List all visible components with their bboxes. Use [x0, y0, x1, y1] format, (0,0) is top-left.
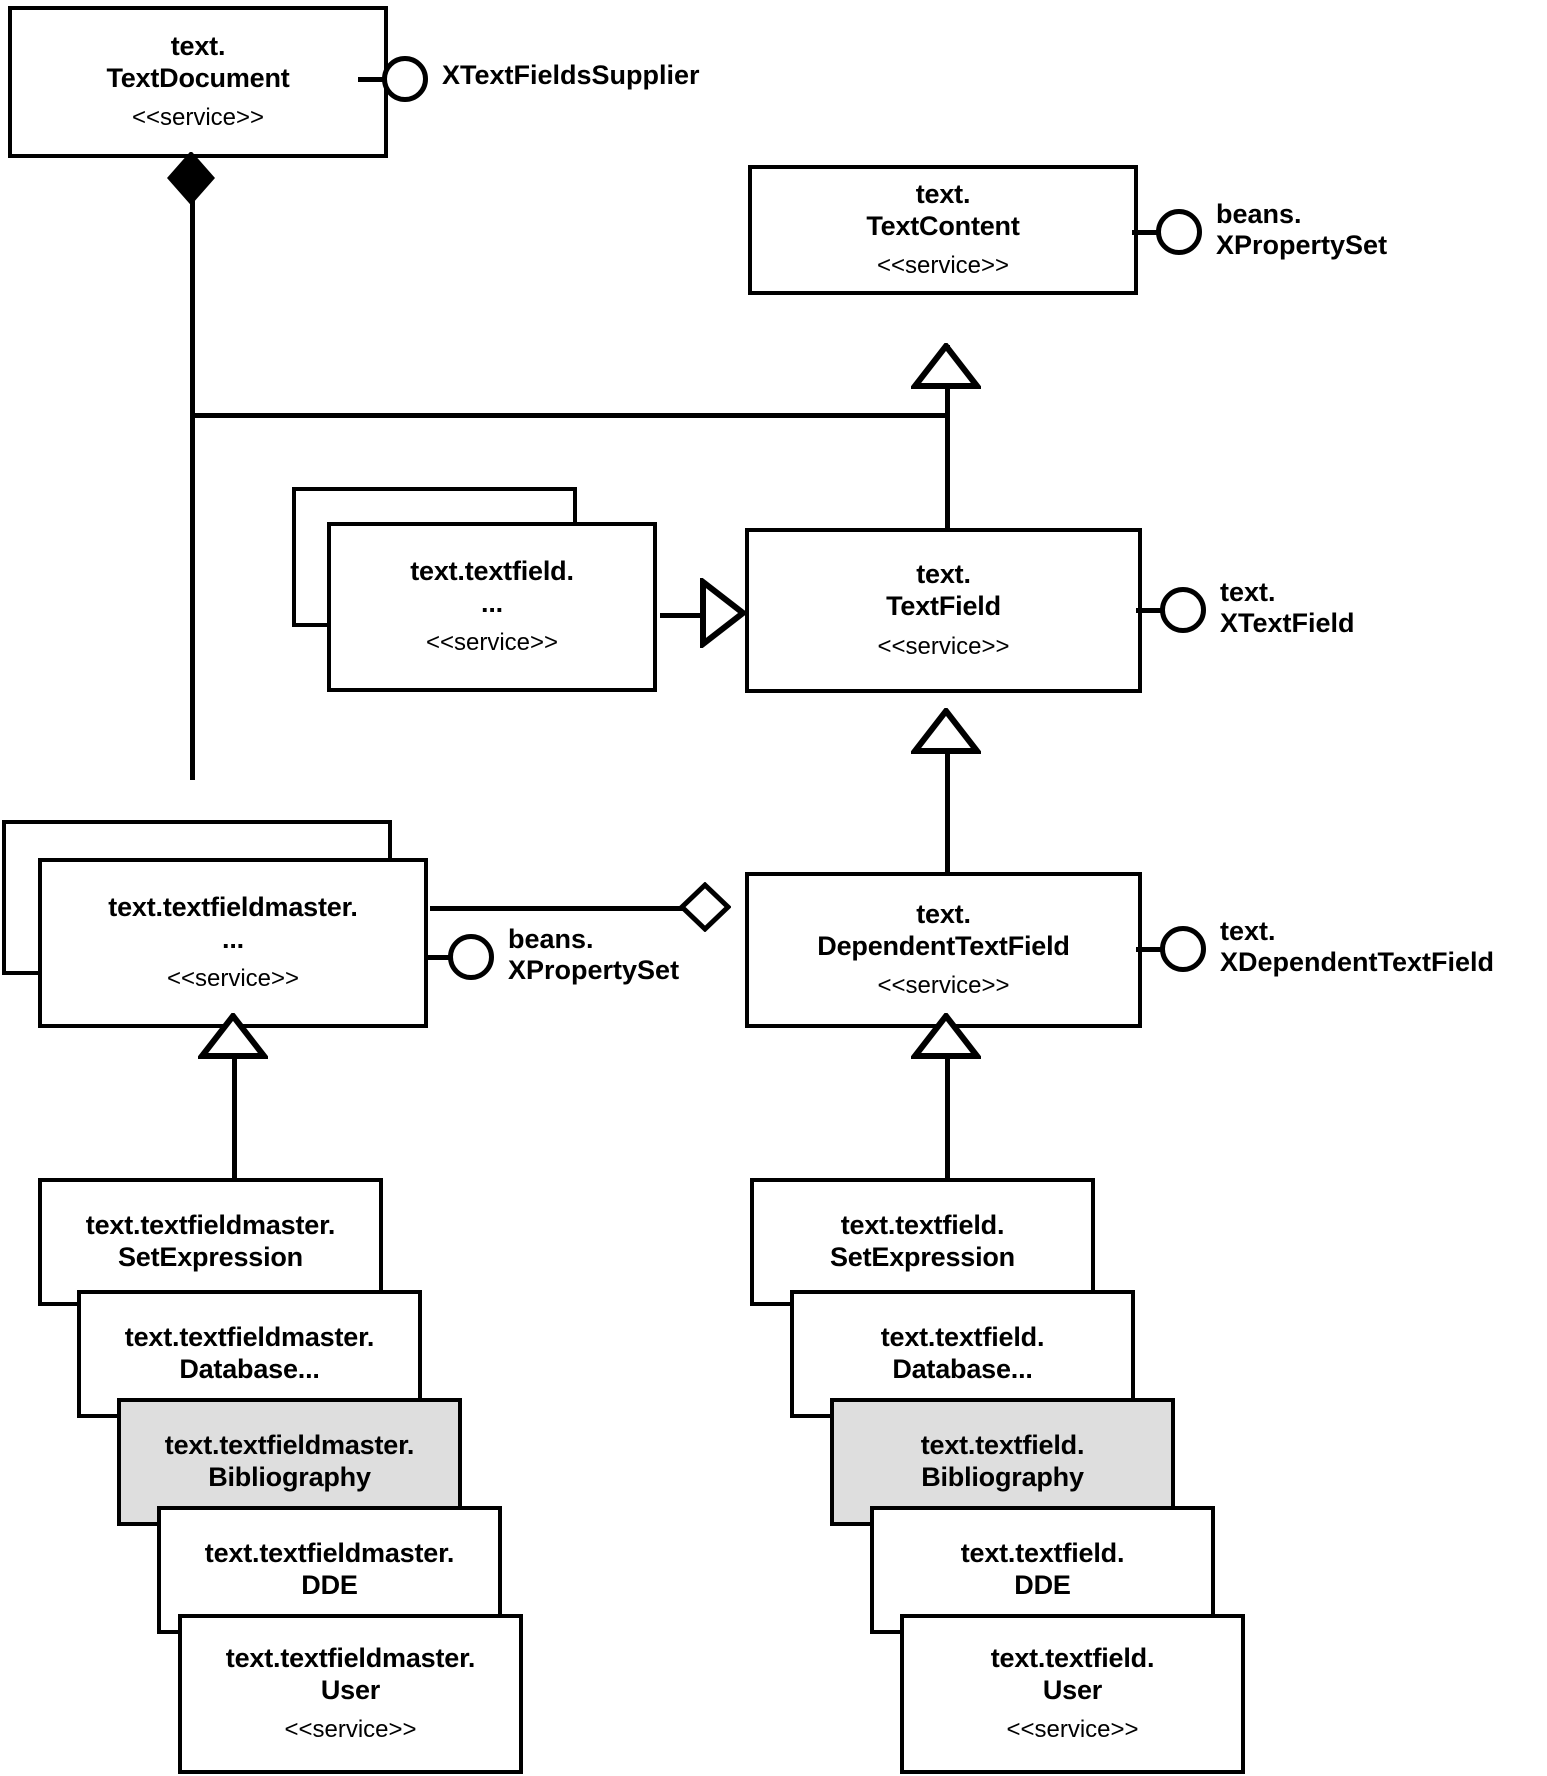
interface-circle-icon: [1156, 209, 1202, 255]
node-stereotype: <<service>>: [877, 972, 1010, 1000]
node-text-dependenttextfield[interactable]: text. DependentTextField <<service>>: [745, 872, 1142, 1028]
generalization-arrow-textfieldmaster-bottom: [195, 1011, 271, 1064]
node-line2: TextDocument: [106, 62, 290, 93]
generalization-arrow-textfield-bottom: [908, 706, 984, 759]
node-line2: User: [1042, 1674, 1103, 1705]
aggregation-diamond-hollow: [678, 881, 732, 937]
interface-stem: [1136, 608, 1162, 613]
composition-diamond-filled: [166, 150, 216, 209]
node-line1: text.textfieldmaster.: [124, 1322, 375, 1353]
node-text-textdocument[interactable]: text. TextDocument <<service>>: [8, 6, 388, 158]
node-line2: Bibliography: [921, 1462, 1084, 1492]
aggregation-line-master-dependent: [430, 906, 705, 911]
node-text-textfield[interactable]: text. TextField <<service>>: [745, 528, 1142, 693]
interface-label-line1: text.: [1220, 577, 1276, 607]
node-line2: TextContent: [866, 210, 1020, 241]
interface-circle-icon: [448, 934, 494, 980]
interface-label-line1: XTextFieldsSupplier: [442, 60, 700, 90]
node-line1: text.: [170, 30, 226, 61]
node-line2: ...: [222, 923, 244, 954]
node-line1: text.: [915, 178, 971, 209]
node-tfm-setexpression[interactable]: text.textfieldmaster. SetExpression: [38, 1178, 383, 1306]
node-line1: text.textfield.: [960, 1538, 1125, 1569]
node-tfm-dde[interactable]: text.textfieldmaster. DDE: [157, 1506, 502, 1634]
node-line1: text.textfieldmaster.: [108, 891, 358, 922]
generalization-riser-textfield-top: [945, 413, 950, 533]
node-stereotype: <<service>>: [876, 252, 1010, 280]
composition-line-textdocument: [190, 160, 195, 780]
node-stereotype: <<service>>: [284, 1716, 417, 1744]
interface-label: beans. XPropertySet: [1216, 199, 1387, 262]
node-tfm-user[interactable]: text.textfieldmaster. User <<service>>: [178, 1614, 523, 1774]
node-stereotype: <<service>>: [131, 104, 265, 132]
interface-label-line2: XPropertySet: [1216, 230, 1388, 261]
interface-circle-icon: [1160, 926, 1206, 972]
node-line2: Database...: [179, 1354, 320, 1384]
node-stereotype: <<service>>: [1006, 1716, 1139, 1744]
node-line1: text.textfield.: [410, 555, 574, 586]
generalization-line-tf-setexpression: [945, 1035, 950, 1185]
node-tf-setexpression[interactable]: text.textfield. SetExpression: [750, 1178, 1095, 1306]
node-line1: text.textfieldmaster.: [204, 1538, 455, 1569]
interface-stem: [424, 955, 450, 960]
interface-stem: [1132, 230, 1158, 235]
interface-label: text. XDependentTextField: [1220, 916, 1494, 979]
node-line1: text.textfield.: [990, 1642, 1155, 1673]
generalization-line-dependent-to-textfield: [945, 730, 950, 880]
node-tf-user[interactable]: text.textfield. User <<service>>: [900, 1614, 1245, 1774]
node-line2: Bibliography: [208, 1462, 371, 1492]
generalization-line-textfield-any: [660, 613, 708, 618]
node-line1: text.textfieldmaster.: [85, 1210, 336, 1241]
node-line2: DDE: [1014, 1570, 1071, 1600]
interface-label: text. XTextField: [1220, 577, 1355, 640]
interface-circle-icon: [1160, 587, 1206, 633]
node-line1: text.textfieldmaster.: [164, 1430, 415, 1461]
interface-label-line2: XTextField: [1220, 608, 1355, 639]
node-line2: TextField: [886, 591, 1001, 622]
interface-circle-icon: [382, 56, 428, 102]
node-line2: DDE: [301, 1570, 358, 1600]
generalization-arrow-textcontent: [908, 341, 984, 394]
node-text-textfield-any[interactable]: text.textfield. ... <<service>>: [327, 522, 657, 692]
generalization-line-tfm-setexpression: [232, 1035, 237, 1185]
node-line2: DependentTextField: [817, 930, 1070, 961]
node-line1: text.textfield.: [880, 1322, 1045, 1353]
node-tfm-database[interactable]: text.textfieldmaster. Database...: [77, 1290, 422, 1418]
node-line1: text.: [916, 898, 971, 929]
node-stereotype: <<service>>: [877, 632, 1010, 660]
interface-stem: [358, 77, 384, 82]
node-text-textfieldmaster-any[interactable]: text.textfieldmaster. ... <<service>>: [38, 858, 428, 1028]
interface-label-line1: text.: [1220, 916, 1276, 946]
interface-label: beans. XPropertySet: [508, 924, 679, 987]
interface-label: XTextFieldsSupplier: [442, 60, 700, 91]
node-line2: Database...: [892, 1354, 1033, 1384]
generalization-arrow-textfield-left: [700, 575, 748, 653]
node-line1: text.textfield.: [920, 1430, 1085, 1461]
node-line2: ...: [481, 587, 503, 618]
node-line2: SetExpression: [118, 1242, 303, 1272]
interface-label-line1: beans.: [508, 924, 594, 954]
node-stereotype: <<service>>: [166, 965, 300, 993]
node-line2: User: [320, 1674, 381, 1705]
generalization-arrow-dependenttextfield-bottom: [908, 1011, 984, 1064]
node-stereotype: <<service>>: [425, 629, 559, 657]
node-text-textcontent[interactable]: text. TextContent <<service>>: [748, 165, 1138, 295]
interface-label-line2: XPropertySet: [508, 955, 680, 986]
interface-label-line2: XDependentTextField: [1220, 947, 1495, 978]
node-line1: text.textfield.: [840, 1210, 1005, 1241]
generalization-line-horizontal-top: [190, 413, 950, 418]
interface-label-line1: beans.: [1216, 199, 1302, 229]
node-line1: text.: [916, 559, 971, 590]
node-line1: text.textfieldmaster.: [225, 1642, 476, 1673]
node-line2: SetExpression: [830, 1242, 1015, 1272]
interface-stem: [1136, 947, 1162, 952]
node-tf-dde[interactable]: text.textfield. DDE: [870, 1506, 1215, 1634]
